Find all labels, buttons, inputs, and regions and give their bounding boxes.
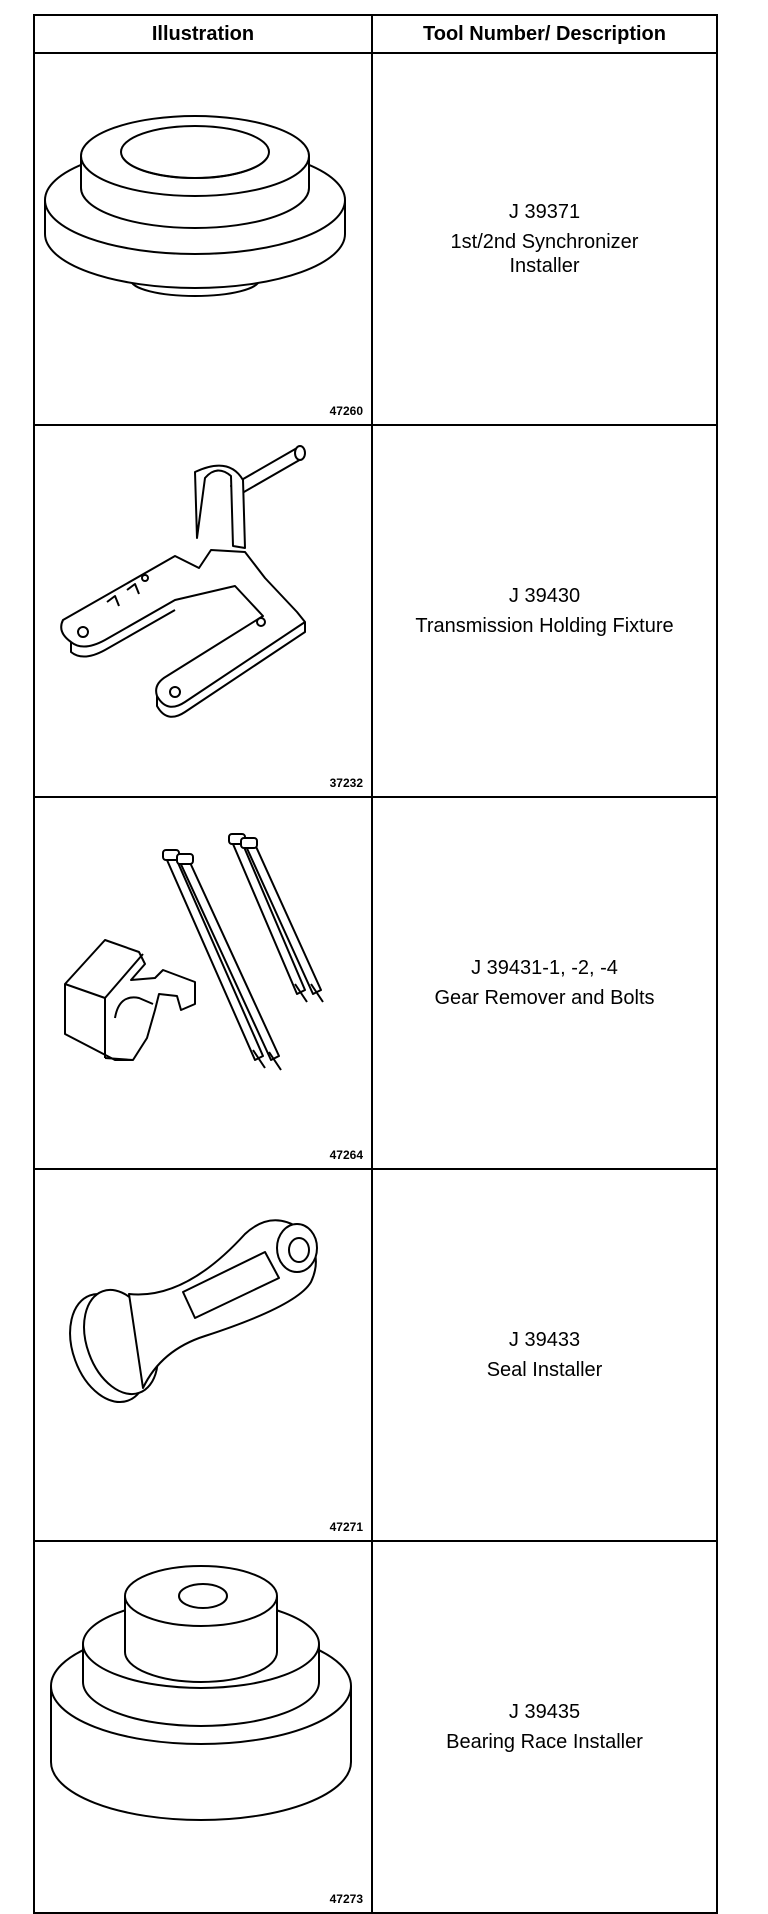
table-row: 47264 J 39431-1, -2, -4 Gear Remover and… (33, 796, 718, 1170)
tool-number: J 39435 (508, 1701, 581, 1723)
tool-column-header: Tool Number/ Description (371, 14, 718, 54)
figure-number: 37232 (329, 776, 363, 790)
illustration-column-header: Illustration (33, 14, 373, 54)
tool-number: J 39433 (508, 1329, 581, 1351)
illustration-cell: 47271 (33, 1168, 373, 1542)
tool-description: Transmission Holding Fixture (415, 615, 674, 637)
illustration-cell: 37232 (33, 424, 373, 798)
gear-remover-bolts-icon (35, 798, 371, 1158)
tool-description: Gear Remover and Bolts (434, 987, 655, 1009)
tool-description-cell: J 39371 1st/2nd Synchronizer Installer (371, 52, 718, 426)
table-row: 47271 J 39433 Seal Installer (33, 1168, 718, 1542)
synchronizer-installer-icon (35, 54, 371, 414)
tool-description-cell: J 39430 Transmission Holding Fixture (371, 424, 718, 798)
tool-description: Bearing Race Installer (446, 1731, 643, 1753)
figure-number: 47273 (329, 1892, 363, 1906)
tool-description-cell: J 39433 Seal Installer (371, 1168, 718, 1542)
tool-number: J 39430 (508, 585, 581, 607)
figure-number: 47271 (329, 1520, 363, 1534)
tool-description-cell: J 39431-1, -2, -4 Gear Remover and Bolts (371, 796, 718, 1170)
illustration-cell: 47260 (33, 52, 373, 426)
tool-number: J 39431-1, -2, -4 (471, 957, 618, 979)
table-row: 37232 J 39430 Transmission Holding Fixtu… (33, 424, 718, 798)
seal-installer-icon (35, 1170, 371, 1530)
tool-description: Seal Installer (486, 1359, 603, 1381)
table-header-row: Illustration Tool Number/ Description (33, 14, 718, 54)
special-tools-table: Illustration Tool Number/ Description (33, 14, 718, 1914)
tool-description-cell: J 39435 Bearing Race Installer (371, 1540, 718, 1914)
table-row: 47273 J 39435 Bearing Race Installer (33, 1540, 718, 1914)
figure-number: 47264 (329, 1148, 363, 1162)
table-row: 47260 J 39371 1st/2nd Synchronizer Insta… (33, 52, 718, 426)
bearing-race-installer-icon (35, 1542, 371, 1902)
illustration-cell: 47273 (33, 1540, 373, 1914)
tool-description: 1st/2nd Synchronizer Installer (450, 231, 639, 277)
figure-number: 47260 (329, 404, 363, 418)
illustration-cell: 47264 (33, 796, 373, 1170)
holding-fixture-icon (35, 426, 371, 786)
tool-number: J 39371 (508, 201, 581, 223)
